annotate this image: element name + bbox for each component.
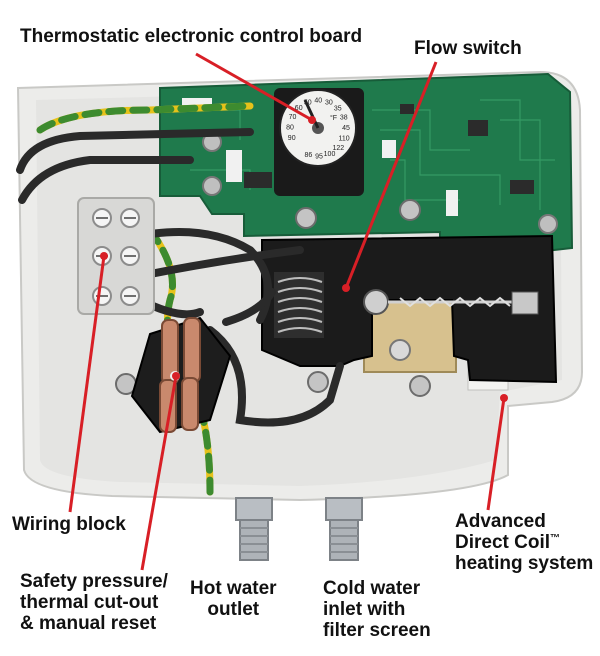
label-safety-cutout: Safety pressure/ thermal cut-out & manua…	[20, 571, 168, 634]
dial-scale-mark: 122	[332, 145, 344, 152]
label-cold-line-1: Cold water	[323, 578, 421, 599]
leader-dot-flow	[342, 284, 350, 292]
board-components	[182, 98, 558, 234]
dial-scale-mark: 70	[289, 114, 297, 121]
safety-cutout	[130, 316, 232, 434]
leader-flow-switch	[344, 61, 438, 289]
dial-scale-mark: 40	[314, 98, 322, 105]
dial-scale-mark: 60	[295, 105, 303, 112]
hot-water-outlet-fitting	[235, 497, 273, 561]
leader-coil	[486, 397, 506, 511]
label-hot-water-outlet: Hot water outlet	[190, 578, 277, 620]
leader-dot-safety	[172, 372, 180, 380]
wiring-block	[77, 197, 155, 315]
label-coil-line-3: heating system	[455, 553, 594, 574]
label-wiring-block: Wiring block	[12, 514, 126, 535]
dial-scale-mark: 86	[305, 152, 313, 159]
leader-lines	[68, 52, 506, 571]
dial-scale-mark: 35	[334, 106, 342, 113]
label-flow-switch: Flow switch	[414, 38, 522, 59]
label-hot-line-1: Hot water	[190, 578, 277, 599]
label-coil-name: Direct Coil	[455, 532, 551, 553]
label-safety-line-2: thermal cut-out	[20, 592, 159, 613]
flow-switch-body	[261, 234, 558, 384]
trademark-symbol: ™	[550, 533, 561, 544]
dial-scale-mark: 90	[288, 135, 296, 142]
leader-dot-wiring	[100, 252, 108, 260]
leader-dot-coil	[500, 394, 508, 402]
leader-control-board	[195, 52, 313, 122]
cold-water-inlet-fitting	[325, 497, 363, 561]
label-safety-line-3: & manual reset	[20, 613, 157, 634]
dial-scale-mark: 80	[286, 125, 294, 132]
leader-dot-board	[308, 116, 316, 124]
label-cold-line-2: inlet with	[323, 599, 406, 620]
label-control-board: Thermostatic electronic control board	[20, 26, 363, 47]
dial-scale-mark: 100	[324, 151, 336, 158]
dial-scale-mark: 95	[315, 154, 323, 161]
label-cold-line-3: filter screen	[323, 620, 431, 641]
dial-scale-mark: 38	[340, 115, 348, 122]
label-safety-line-1: Safety pressure/	[20, 571, 168, 592]
dial-unit: °F	[330, 114, 337, 122]
dial-scale-mark: 110	[339, 136, 350, 143]
leader-safety	[140, 375, 178, 571]
dial-scale-mark: 30	[325, 100, 333, 107]
dial-scale-mark: 50	[304, 99, 312, 106]
label-coil-line-1: Advanced	[455, 511, 546, 532]
dial-scale-mark: 45	[342, 125, 350, 132]
thermostat-dial	[274, 88, 364, 196]
label-cold-water-inlet: Cold water inlet with filter screen	[323, 578, 431, 641]
supply-cables	[16, 128, 344, 427]
leader-wiring-block	[68, 255, 106, 513]
label-hot-line-2: outlet	[207, 599, 260, 620]
label-coil-line-2: Direct Coil™	[455, 532, 593, 553]
label-heating-system: Advanced Direct Coil™ heating system	[455, 511, 593, 574]
